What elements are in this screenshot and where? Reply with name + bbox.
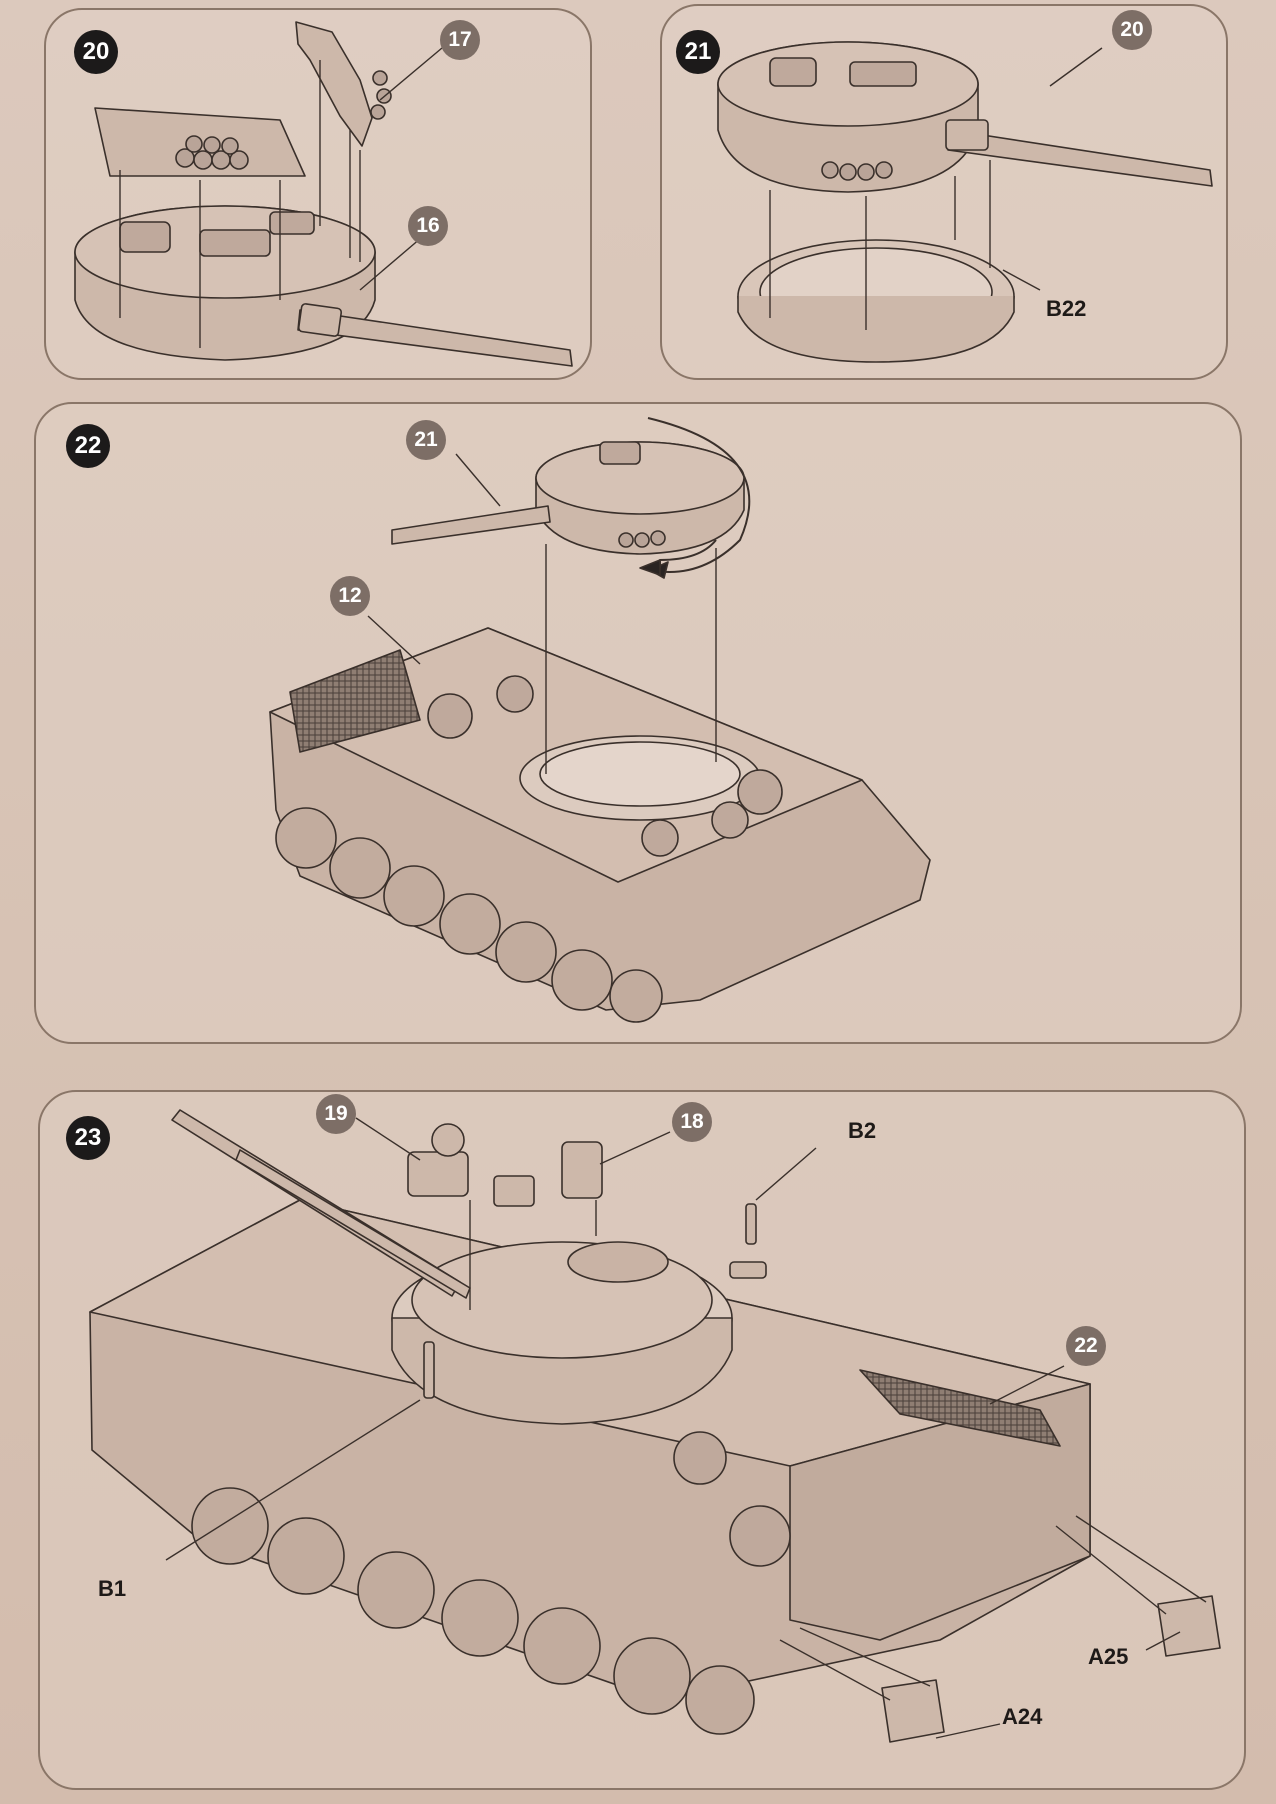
step-number-21: 21: [676, 30, 720, 74]
part-label-b1: B1: [98, 1576, 127, 1601]
callout-22: 22: [1066, 1326, 1106, 1366]
step-22-hull-icon: [269, 417, 931, 1023]
part-label-a25: A25: [1088, 1644, 1129, 1669]
step-21-turret-icon: [717, 41, 1213, 363]
callout-17: 17: [440, 20, 480, 60]
callout-20: 20: [1112, 10, 1152, 50]
part-label-b22: B22: [1046, 296, 1087, 321]
step-number-22: 22: [66, 424, 110, 468]
step-number-23: 23: [66, 1116, 110, 1160]
part-label-b2: B2: [848, 1118, 877, 1143]
step-20-turret-icon: [74, 21, 573, 367]
part-label-a24: A24: [1002, 1704, 1043, 1729]
step-number-20: 20: [74, 30, 118, 74]
callout-18: 18: [672, 1102, 712, 1142]
callout-16: 16: [408, 206, 448, 246]
callout-21: 21: [406, 420, 446, 460]
step-23-vehicle-icon: [89, 1109, 1221, 1743]
callout-19: 19: [316, 1094, 356, 1134]
callout-12: 12: [330, 576, 370, 616]
